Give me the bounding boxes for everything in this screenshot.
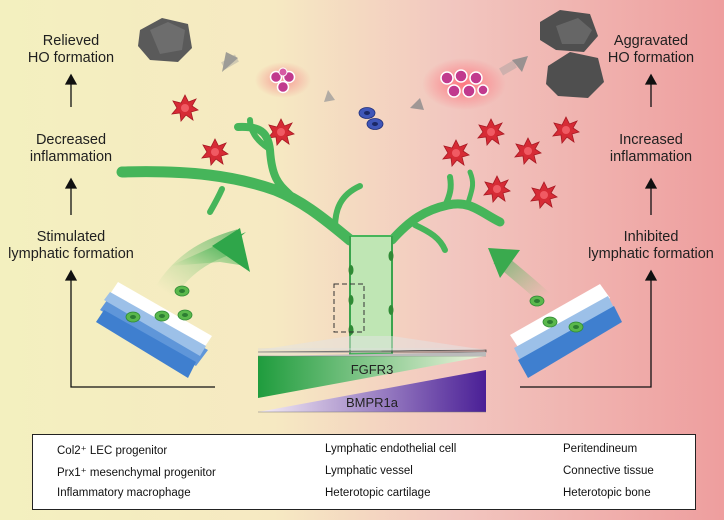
legend-item: Col2⁺ LEC progenitor xyxy=(57,445,168,457)
bmpr1a-label: BMPR1a xyxy=(346,395,399,410)
legend-item: Prx1⁺ mesenchymal progenitor xyxy=(57,467,216,479)
lymphatic-vessel-tree xyxy=(116,117,505,253)
legend-item: Peritendineum xyxy=(563,443,638,455)
left-flow-arrows xyxy=(64,73,215,388)
tissue-right xyxy=(510,284,622,378)
legend: Col2⁺ LEC progenitor Prx1⁺ mesenchymal p… xyxy=(32,434,696,510)
legend-item: Heterotopic bone xyxy=(563,487,651,499)
bone-right-icon xyxy=(540,10,604,98)
legend-item: Heterotopic cartilage xyxy=(325,487,431,499)
bone-left-icon xyxy=(138,18,192,62)
mesenchymal-progenitor-icon xyxy=(358,107,384,130)
central-vessel xyxy=(333,235,394,355)
tissue-left xyxy=(96,282,212,378)
cartilage-left-icon xyxy=(255,62,311,98)
bmpr1a-gradient xyxy=(258,370,486,412)
legend-item: Connective tissue xyxy=(563,465,654,477)
fgfr3-gradient xyxy=(258,356,486,398)
grey-arrow-icon xyxy=(410,98,424,110)
grey-arrow-icon xyxy=(222,52,238,72)
stimulate-arrowhead-icon xyxy=(212,228,250,272)
right-flow-arrows xyxy=(520,73,658,388)
legend-item: Inflammatory macrophage xyxy=(57,487,191,499)
legend-item: Lymphatic vessel xyxy=(325,465,413,477)
inhibit-arrowhead-icon xyxy=(488,248,520,278)
fgfr3-label: FGFR3 xyxy=(351,362,394,377)
legend-item: Lymphatic endothelial cell xyxy=(325,443,457,455)
cartilage-right-icon xyxy=(422,58,506,110)
grey-arrow-icon xyxy=(512,56,528,72)
